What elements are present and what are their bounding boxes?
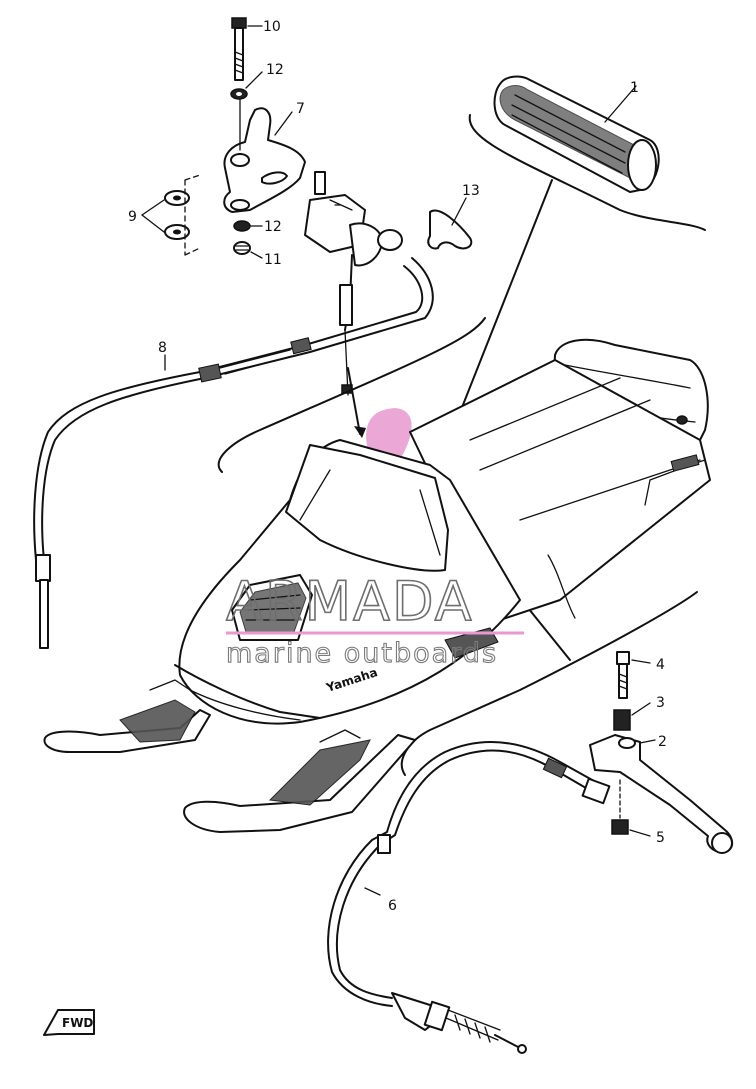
callout-7: 7 <box>296 101 305 117</box>
throttle-housing <box>304 171 403 396</box>
callout-2: 2 <box>658 734 667 750</box>
callout-8: 8 <box>158 340 167 356</box>
callout-5: 5 <box>656 830 665 846</box>
cable-6 <box>327 741 611 1054</box>
washer-12-lower <box>233 220 263 232</box>
callout-labels: 10 12 7 9 12 11 13 1 8 4 3 2 5 6 <box>128 19 667 914</box>
bracket-7 <box>223 99 306 213</box>
collar-3 <box>613 702 651 731</box>
nut-11 <box>233 241 263 259</box>
washer-12-upper <box>230 71 263 100</box>
bolt-10 <box>231 17 263 81</box>
callout-3: 3 <box>656 695 665 711</box>
ski-right <box>183 729 416 833</box>
nut-5 <box>611 779 651 837</box>
callout-1: 1 <box>630 80 639 96</box>
arrow-left-icon <box>43 1009 95 1036</box>
callout-12-lower: 12 <box>264 219 282 235</box>
brake-lever-2 <box>589 734 734 854</box>
watermark-subtitle: marine outboards <box>226 638 498 669</box>
callout-4: 4 <box>656 657 665 673</box>
ski-left <box>43 679 211 753</box>
fwd-marker: FWD <box>43 1009 95 1036</box>
washers-9 <box>141 174 201 256</box>
callout-11: 11 <box>264 252 282 268</box>
callout-10: 10 <box>263 19 281 35</box>
cable-8 <box>33 257 434 649</box>
callout-13: 13 <box>462 183 480 199</box>
callout-9: 9 <box>128 209 137 225</box>
callout-6: 6 <box>388 898 397 914</box>
fwd-label: FWD <box>62 1016 93 1030</box>
clip-13 <box>427 197 473 250</box>
snowmobile-body: Yamaha <box>174 338 711 725</box>
bolt-4 <box>616 651 651 699</box>
watermark: ARMADA marine outboards <box>225 569 524 670</box>
grip-1 <box>493 75 660 193</box>
watermark-title: ARMADA <box>226 570 474 633</box>
callout-12-upper: 12 <box>266 62 284 78</box>
